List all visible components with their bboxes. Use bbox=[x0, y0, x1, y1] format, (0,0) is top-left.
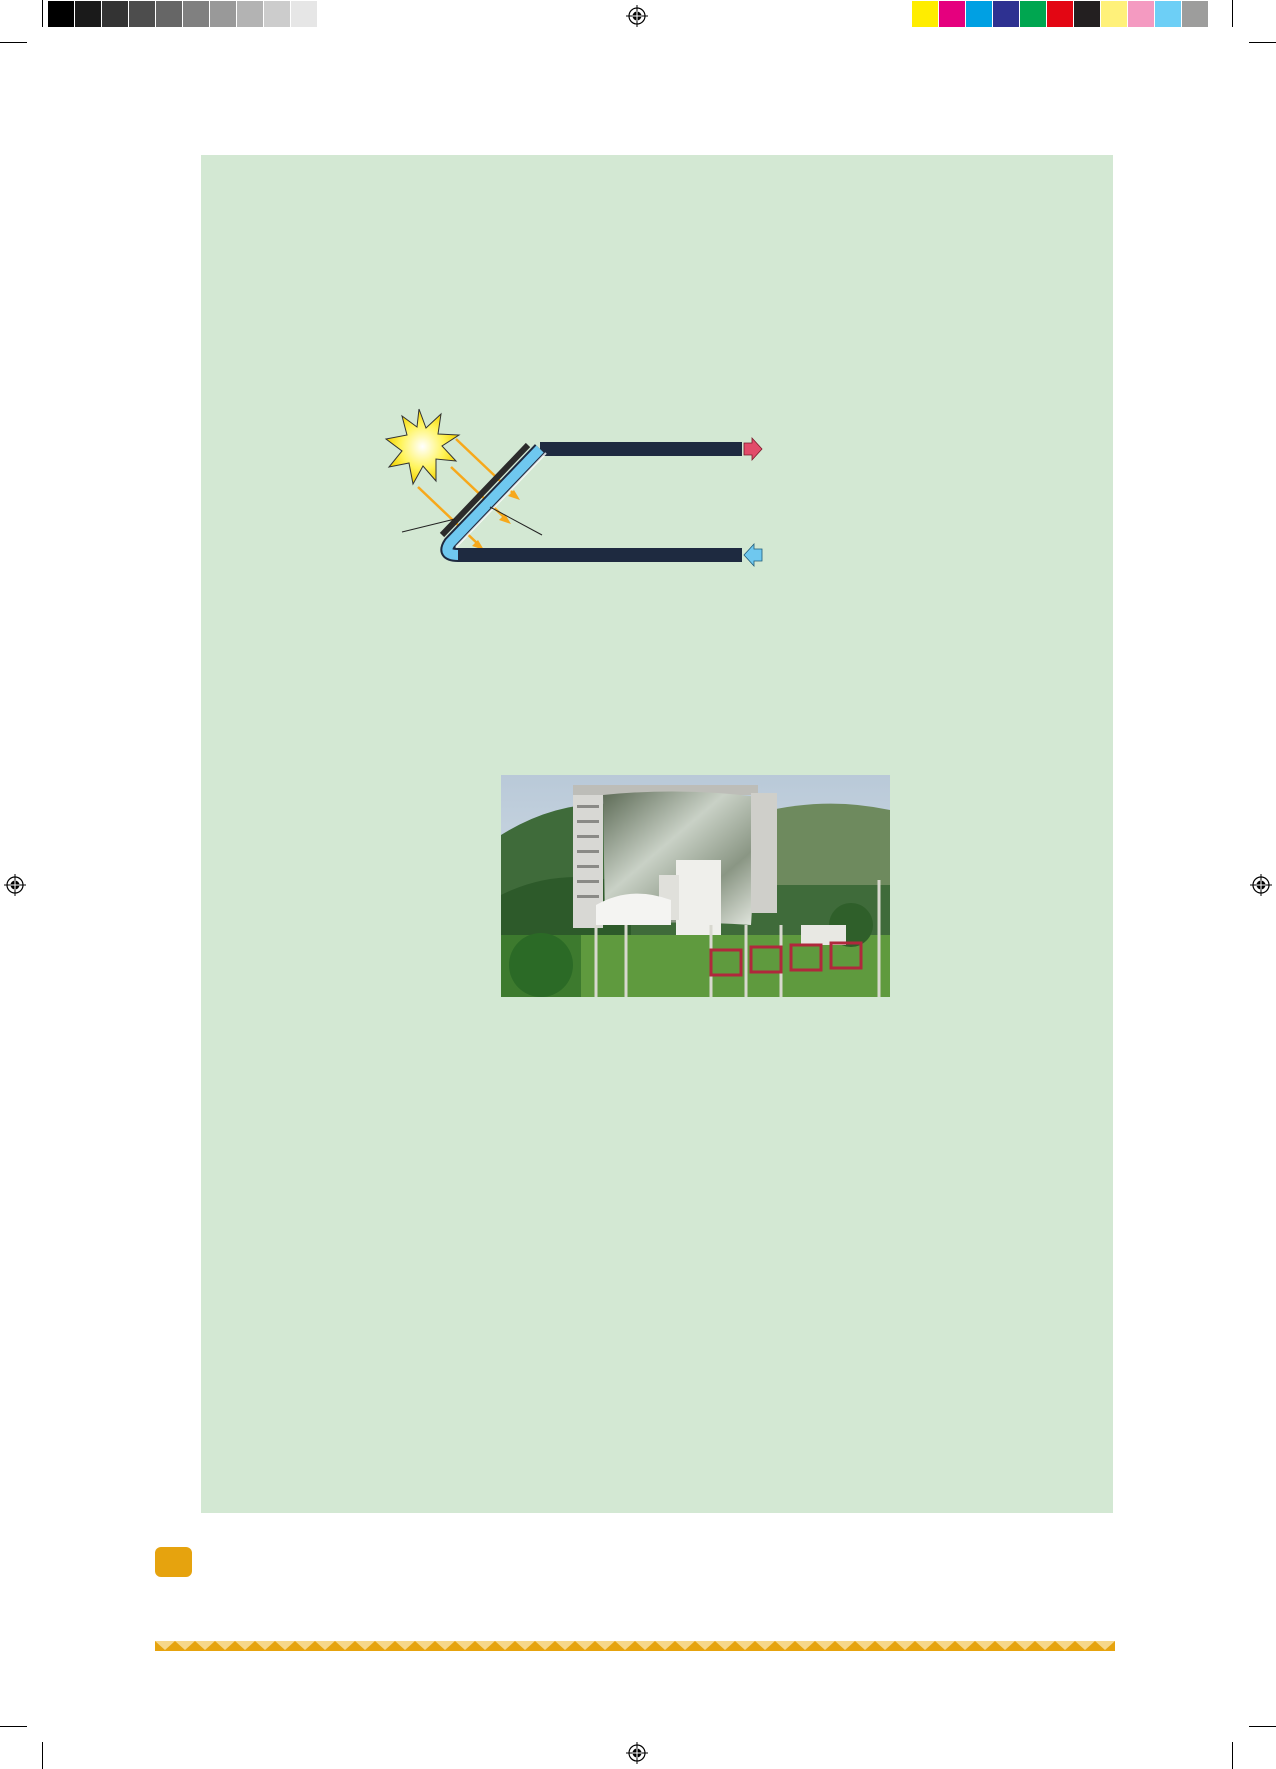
calibration-swatch bbox=[1020, 1, 1047, 27]
crop-mark bbox=[1232, 0, 1233, 27]
calibration-swatch bbox=[210, 1, 237, 27]
calibration-swatch bbox=[318, 1, 345, 27]
ray-arrowheads-icon bbox=[472, 490, 520, 550]
calibration-swatch bbox=[183, 1, 210, 27]
label-leader-plate bbox=[401, 518, 456, 533]
registration-mark-icon bbox=[1250, 874, 1272, 896]
crop-mark bbox=[0, 42, 27, 43]
calibration-swatch bbox=[129, 1, 156, 27]
calibration-swatch bbox=[1047, 1, 1074, 27]
calibration-swatch bbox=[1101, 1, 1128, 27]
calibration-swatch bbox=[1128, 1, 1155, 27]
calibration-swatch bbox=[264, 1, 291, 27]
calibration-swatch bbox=[1074, 1, 1101, 27]
sun-icon bbox=[384, 408, 461, 486]
calibration-swatch bbox=[156, 1, 183, 27]
crop-mark bbox=[1249, 1726, 1276, 1727]
calibration-swatch bbox=[1182, 1, 1209, 27]
color-calibration-bar bbox=[912, 1, 1209, 27]
outlet-arrow-icon bbox=[743, 436, 763, 462]
registration-mark-icon bbox=[626, 1742, 648, 1764]
calibration-swatch bbox=[1155, 1, 1182, 27]
crop-mark bbox=[42, 0, 43, 27]
calibration-swatch bbox=[912, 1, 939, 27]
absorber-plate bbox=[439, 442, 531, 538]
calibration-swatch bbox=[291, 1, 318, 27]
grayscale-calibration-bar bbox=[48, 1, 345, 27]
calibration-swatch bbox=[966, 1, 993, 27]
calibration-swatch bbox=[939, 1, 966, 27]
crop-mark bbox=[1232, 1742, 1233, 1769]
registration-mark-icon bbox=[4, 874, 26, 896]
crop-mark bbox=[1249, 42, 1276, 43]
footer-zigzag-band bbox=[155, 1641, 1115, 1651]
solar-furnace-photo bbox=[501, 775, 890, 997]
pipe-diagonal bbox=[442, 445, 544, 560]
registration-mark-icon bbox=[626, 5, 648, 27]
solar-collector-diagram bbox=[384, 408, 763, 568]
calibration-swatch bbox=[48, 1, 75, 27]
crop-mark bbox=[42, 1742, 43, 1769]
calibration-swatch bbox=[993, 1, 1020, 27]
inlet-arrow-icon bbox=[743, 542, 763, 568]
calibration-swatch bbox=[102, 1, 129, 27]
page-number-badge bbox=[155, 1547, 192, 1577]
label-leader-pipe bbox=[489, 506, 543, 536]
calibration-swatch bbox=[237, 1, 264, 27]
calibration-swatch bbox=[75, 1, 102, 27]
crop-mark bbox=[0, 1726, 27, 1727]
